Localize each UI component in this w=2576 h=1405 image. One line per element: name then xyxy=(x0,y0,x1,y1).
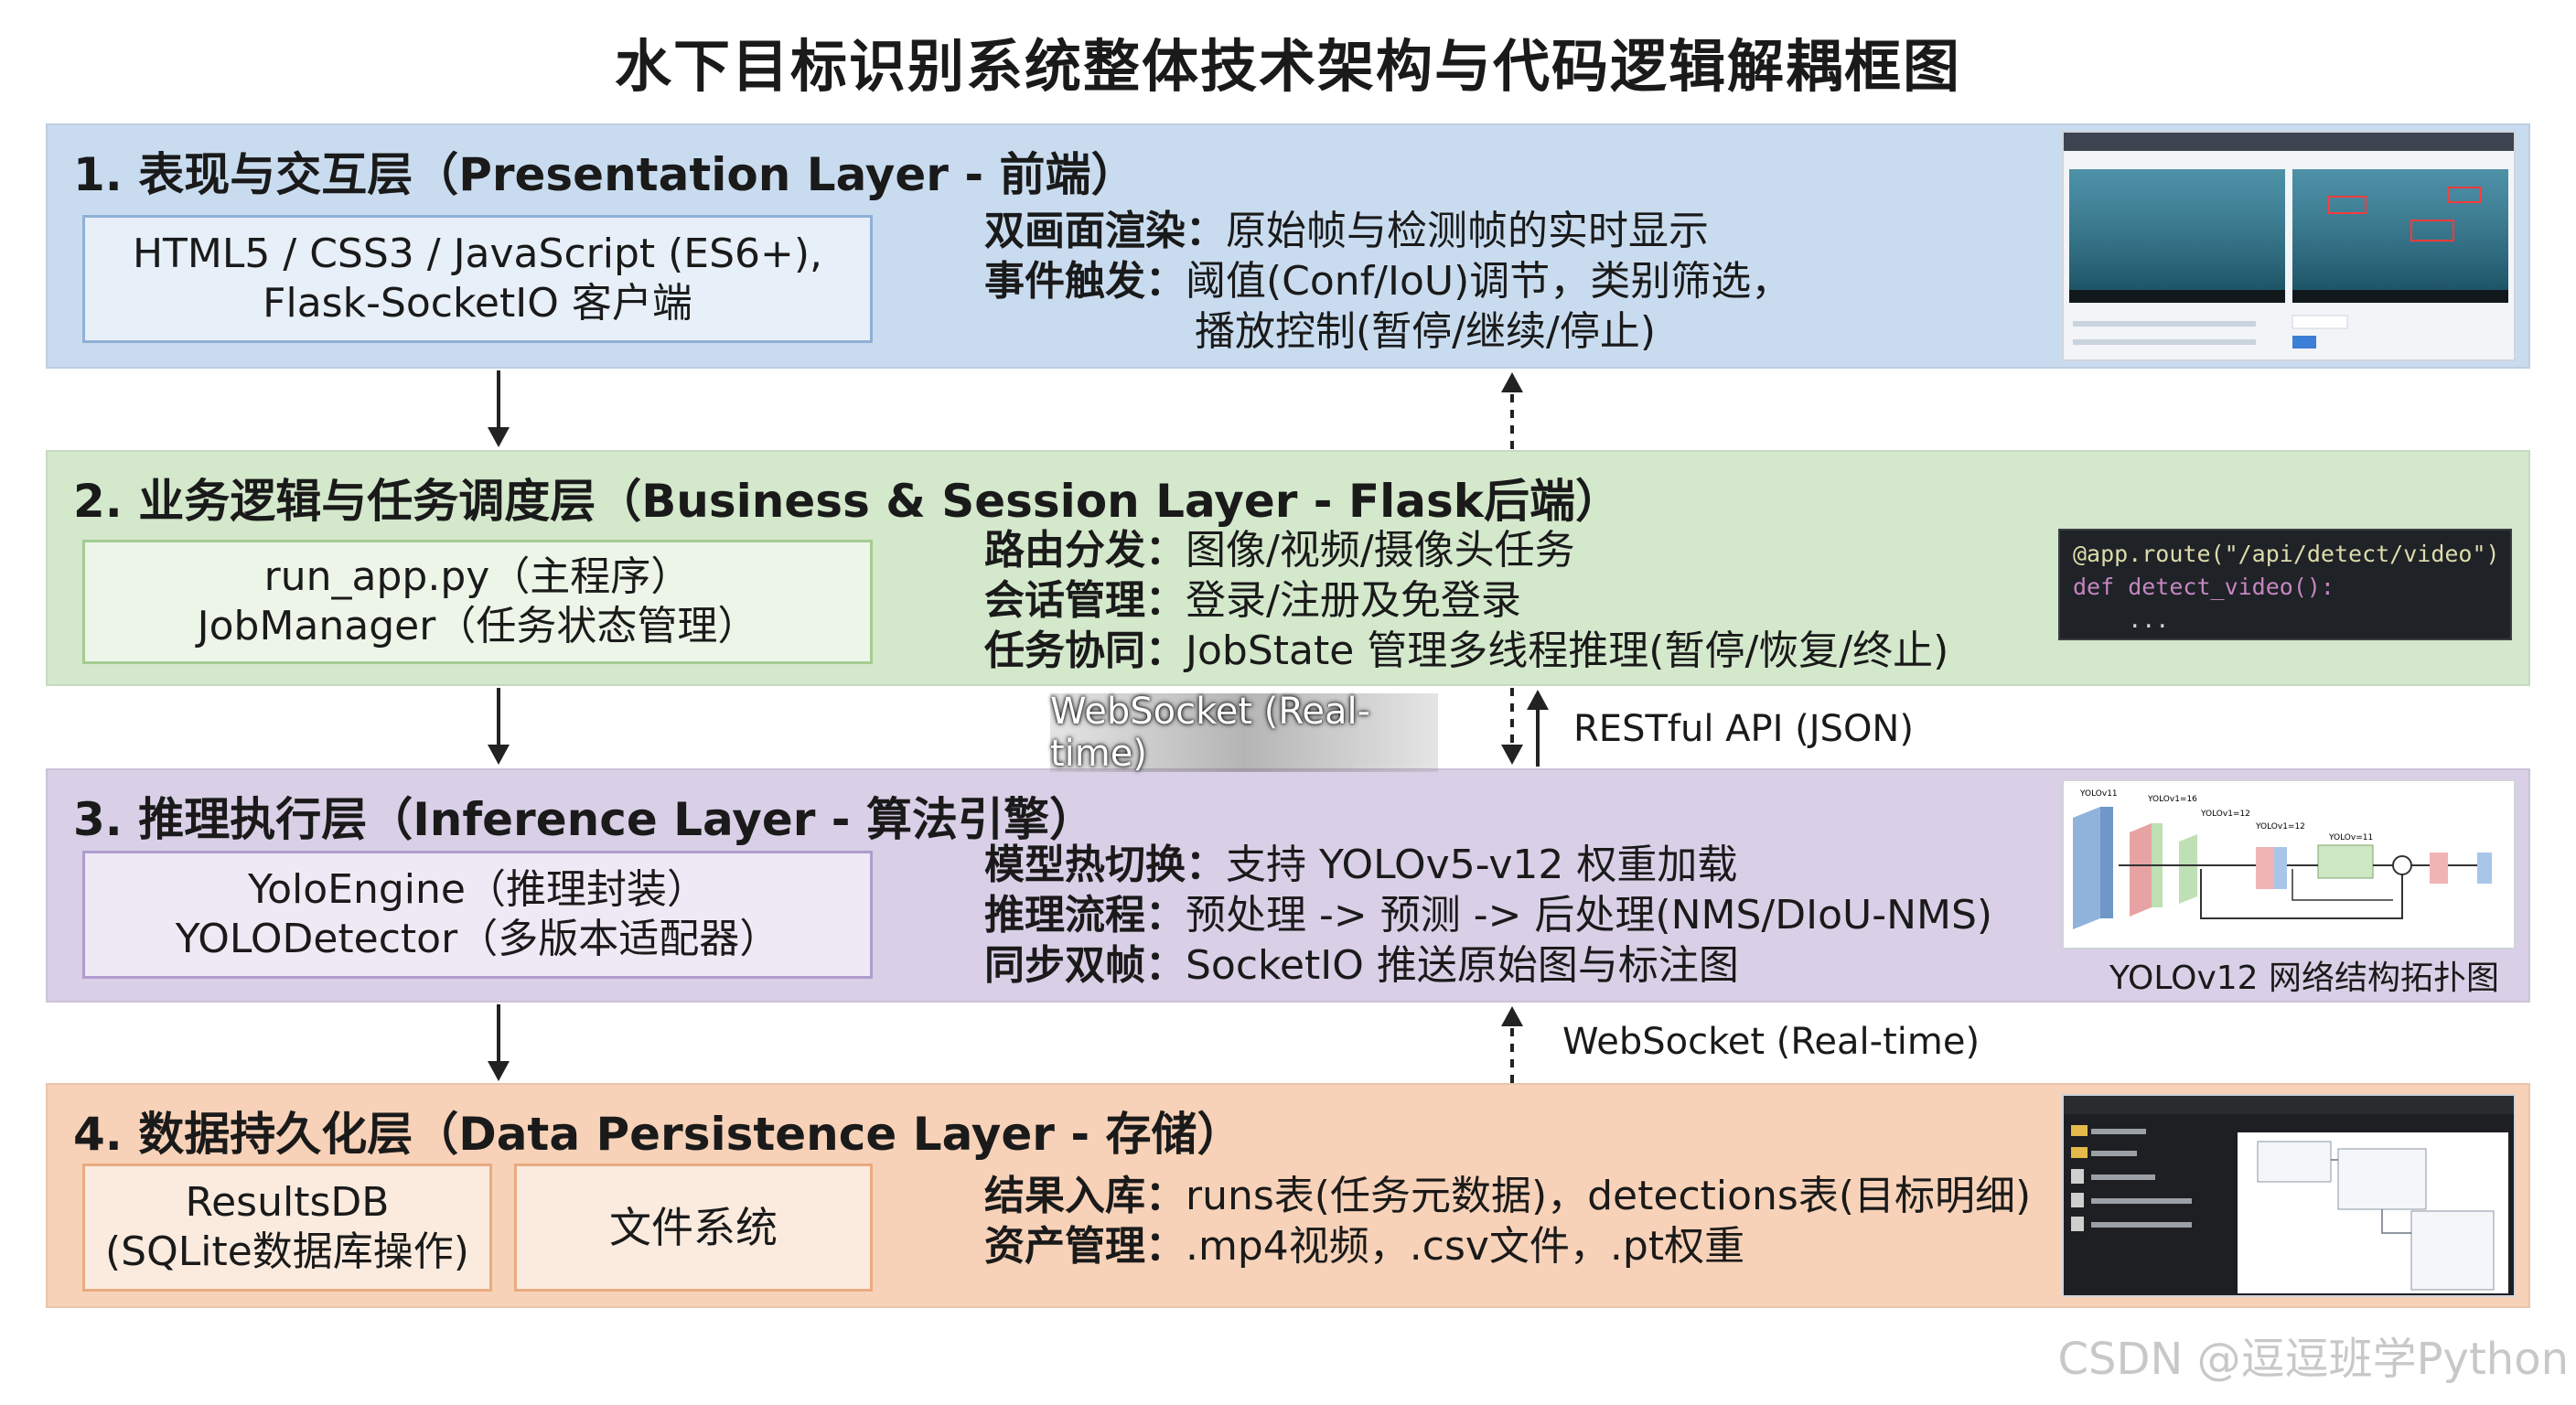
desc-key: 推理流程： xyxy=(984,892,1186,938)
desc-value: 支持 YOLOv5-v12 权重加载 xyxy=(1226,842,1738,888)
box-line: Flask-SocketIO 客户端 xyxy=(263,280,692,327)
component-box: run_app.py（主程序） JobManager（任务状态管理） xyxy=(82,540,873,664)
component-box-resultsdb: ResultsDB (SQLite数据库操作) xyxy=(82,1164,492,1292)
code-line: def detect_video(): xyxy=(2073,574,2334,600)
box-line: YOLODetector（多版本适配器） xyxy=(175,916,780,962)
desc-key: 模型热切换： xyxy=(984,842,1226,888)
layer-description: 模型热切换：支持 YOLOv5-v12 权重加载 推理流程：预处理 -> 预测 … xyxy=(984,840,1992,991)
desc-value: 预处理 -> 预测 -> 后处理(NMS/DIoU-NMS) xyxy=(1186,892,1993,938)
desc-key: 事件触发： xyxy=(984,258,1186,305)
box-line: ResultsDB xyxy=(185,1179,390,1226)
diagram-title: 水下目标识别系统整体技术架构与代码逻辑解耦框图 xyxy=(614,33,1961,100)
dashed-arrow-up-2-1 xyxy=(1501,372,1523,449)
storage-screenshot-thumbnail xyxy=(2062,1094,2516,1297)
arrow-up-3-2 xyxy=(1527,690,1549,767)
box-line: (SQLite数据库操作) xyxy=(105,1228,469,1275)
layer-description: 路由分发：图像/视频/摄像头任务 会话管理：登录/注册及免登录 任务协同：Job… xyxy=(984,525,1948,676)
dashed-arrow-up-4-3 xyxy=(1501,1006,1523,1083)
dashed-arrow-down-2-3 xyxy=(1501,688,1523,765)
desc-key: 资产管理： xyxy=(984,1223,1186,1270)
watermark: CSDN @逗逗班学Python xyxy=(2057,1334,2570,1385)
websocket-label: WebSocket (Real-time) xyxy=(1562,1021,1980,1063)
desc-key: 双画面渲染： xyxy=(984,208,1226,254)
layer-description: 结果入库：runs表(任务元数据)，detections表(目标明细) 资产管理… xyxy=(984,1171,2031,1271)
desc-key: 结果入库： xyxy=(984,1173,1186,1219)
layer-title: 2. 业务逻辑与任务调度层（Business & Session Layer -… xyxy=(73,475,1622,528)
arrow-down-3-4 xyxy=(488,1004,510,1081)
svg-text:YOLOv1=16: YOLOv1=16 xyxy=(2147,795,2197,804)
component-box: YoloEngine（推理封装） YOLODetector（多版本适配器） xyxy=(82,851,873,979)
layer-presentation: 1. 表现与交互层（Presentation Layer - 前端） HTML5… xyxy=(46,123,2530,369)
topology-caption: YOLOv12 网络结构拓扑图 xyxy=(2109,960,2500,997)
arrow-down-2-3 xyxy=(488,688,510,765)
box-line: JobManager（任务状态管理） xyxy=(197,603,758,649)
desc-value: 图像/视频/摄像头任务 xyxy=(1186,527,1575,574)
desc-value: 播放控制(暂停/继续/停止) xyxy=(1195,308,1656,355)
desc-value: .mp4视频，.csv文件，.pt权重 xyxy=(1186,1223,1745,1270)
svg-text:YOLOv=11: YOLOv=11 xyxy=(2328,833,2373,842)
layer-title: 3. 推理执行层（Inference Layer - 算法引擎） xyxy=(73,793,1095,846)
box-line: 文件系统 xyxy=(609,1203,778,1252)
svg-text:YOLOv1=12: YOLOv1=12 xyxy=(2200,810,2250,819)
restful-api-label: RESTful API (JSON) xyxy=(1573,708,1914,750)
websocket-badge: WebSocket (Real-time) xyxy=(1050,691,1438,775)
desc-value: 阈值(Conf/IoU)调节，类别筛选， xyxy=(1186,258,1792,305)
desc-key: 任务协同： xyxy=(984,627,1186,674)
desc-value: 原始帧与检测帧的实时显示 xyxy=(1226,208,1709,254)
svg-text:YOLOv11: YOLOv11 xyxy=(2079,789,2118,799)
component-box-filesystem: 文件系统 xyxy=(514,1164,873,1292)
layer-title: 4. 数据持久化层（Data Persistence Layer - 存储） xyxy=(73,1108,1243,1161)
box-line: run_app.py（主程序） xyxy=(263,553,692,600)
desc-key: 路由分发： xyxy=(984,527,1186,574)
layer-description: 双画面渲染：原始帧与检测帧的实时显示 事件触发：阈值(Conf/IoU)调节，类… xyxy=(984,206,1791,357)
network-topology-thumbnail: YOLOv11 YOLOv1=16 YOLOv1=12 YOLOv1=12 YO… xyxy=(2062,779,2516,949)
desc-value: JobState 管理多线程推理(暂停/恢复/终止) xyxy=(1186,627,1949,674)
layer-persistence: 4. 数据持久化层（Data Persistence Layer - 存储） R… xyxy=(46,1083,2530,1308)
frontend-screenshot-thumbnail xyxy=(2062,131,2516,361)
desc-value: 登录/注册及免登录 xyxy=(1186,577,1521,624)
code-line: @app.route("/api/detect/video") xyxy=(2073,541,2500,567)
layer-title: 1. 表现与交互层（Presentation Layer - 前端） xyxy=(73,148,1137,201)
desc-value: SocketIO 推送原始图与标注图 xyxy=(1186,942,1739,989)
box-line: HTML5 / CSS3 / JavaScript (ES6+), xyxy=(132,231,823,277)
code-line: ... xyxy=(2073,606,2170,633)
code-snippet: @app.route("/api/detect/video") def dete… xyxy=(2058,529,2512,640)
desc-key: 同步双帧： xyxy=(984,942,1186,989)
desc-key: 会话管理： xyxy=(984,577,1186,624)
svg-text:YOLOv1=12: YOLOv1=12 xyxy=(2255,822,2305,831)
layer-inference: 3. 推理执行层（Inference Layer - 算法引擎） YoloEng… xyxy=(46,768,2530,1003)
arrow-down-1-2 xyxy=(488,370,510,447)
component-box: HTML5 / CSS3 / JavaScript (ES6+), Flask-… xyxy=(82,215,873,343)
box-line: YoloEngine（推理封装） xyxy=(248,866,707,913)
desc-value: runs表(任务元数据)，detections表(目标明细) xyxy=(1186,1173,2032,1219)
